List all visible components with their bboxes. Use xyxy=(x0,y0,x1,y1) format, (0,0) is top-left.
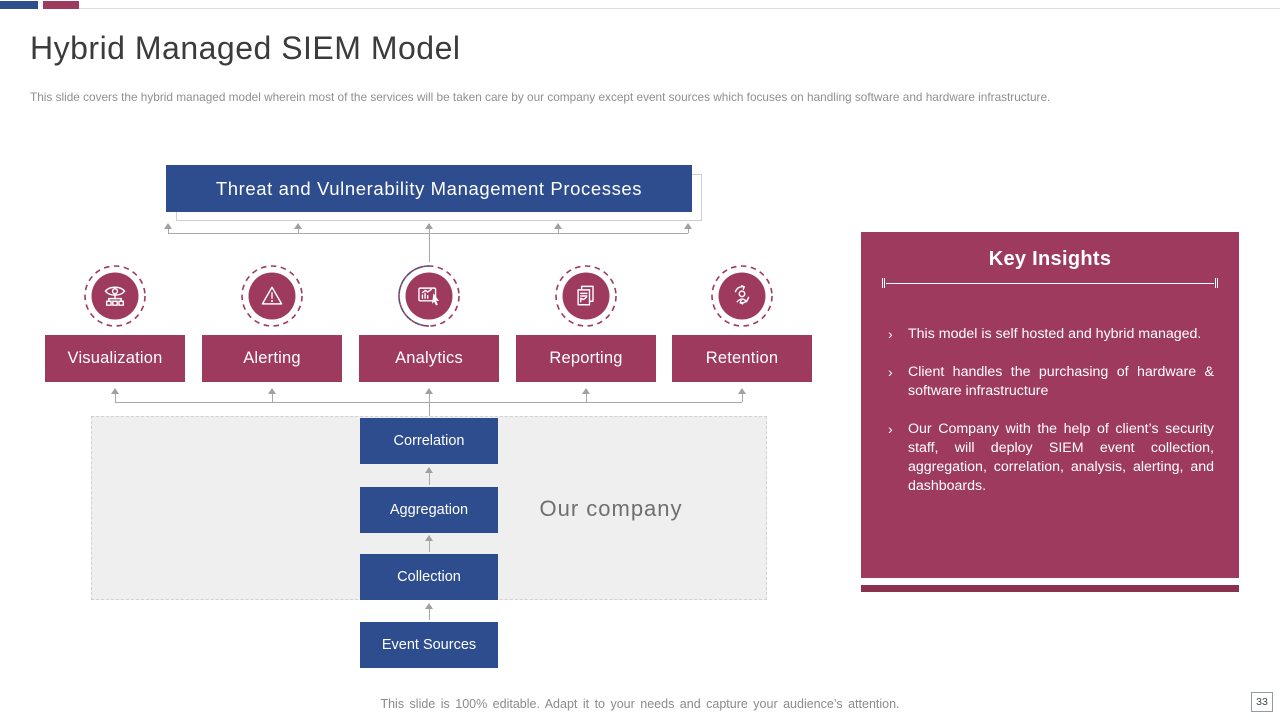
process-icon-ring xyxy=(553,263,619,329)
stage-arrow-up xyxy=(425,467,434,485)
label-text: Retention xyxy=(705,349,779,367)
process-icon-ring xyxy=(396,263,462,329)
bullet-text: Our Company with the help of client’s se… xyxy=(908,421,1214,494)
chevron-bullet-icon: › xyxy=(888,364,893,380)
list-item: › Our Company with the help of client’s … xyxy=(888,420,1214,496)
banner-connector-line xyxy=(168,233,688,234)
stage-text: Correlation xyxy=(393,433,465,449)
center-drop-line xyxy=(429,402,430,419)
connector-arrow-up xyxy=(294,223,303,233)
visualization-eye-icon xyxy=(104,286,126,306)
stage-arrow-up xyxy=(425,535,434,552)
connector-arrow-up xyxy=(554,223,563,233)
stage-event-sources: Event Sources xyxy=(360,622,498,668)
connector-arrow-up xyxy=(425,223,434,233)
process-icon-ring xyxy=(239,263,305,329)
stage-text: Event Sources xyxy=(381,637,477,653)
process-label-retention: Retention xyxy=(672,335,812,382)
connector-arrow-up xyxy=(684,223,693,233)
stage-text: Aggregation xyxy=(389,502,469,518)
process-label-reporting: Reporting xyxy=(516,335,656,382)
label-text: Reporting xyxy=(549,349,623,367)
rule-line xyxy=(886,282,1214,284)
list-item: › This model is self hosted and hybrid m… xyxy=(888,325,1214,344)
header-accent-maroon xyxy=(43,1,79,9)
slide-subtitle: This slide covers the hybrid managed mod… xyxy=(30,90,1051,104)
threat-management-banner: Threat and Vulnerability Management Proc… xyxy=(166,165,692,212)
labels-connector-line xyxy=(115,402,742,403)
connector-arrow-up xyxy=(268,388,277,402)
footer-note: This slide is 100% editable. Adapt it to… xyxy=(380,697,900,711)
bullet-text: This model is self hosted and hybrid man… xyxy=(908,326,1202,342)
retention-sync-person-icon xyxy=(734,285,750,305)
analytics-chart-icon xyxy=(418,287,440,306)
process-label-alerting: Alerting xyxy=(202,335,342,382)
connector-arrow-up xyxy=(425,388,434,402)
key-insights-list: › This model is self hosted and hybrid m… xyxy=(861,325,1239,496)
label-text: Visualization xyxy=(67,349,163,367)
key-insights-rule xyxy=(882,278,1218,288)
connector-arrow-up xyxy=(111,388,120,402)
connector-arrow-up xyxy=(582,388,591,402)
label-text: Alerting xyxy=(243,349,301,367)
stage-aggregation: Aggregation xyxy=(360,487,498,533)
process-icon-ring xyxy=(709,263,775,329)
chevron-bullet-icon: › xyxy=(888,326,893,342)
list-item: › Client handles the purchasing of hardw… xyxy=(888,363,1214,401)
header-accent-blue xyxy=(0,1,38,9)
header-rule xyxy=(79,8,1280,9)
center-drop-line xyxy=(429,233,430,262)
process-label-analytics: Analytics xyxy=(359,335,499,382)
alert-triangle-icon xyxy=(261,286,283,305)
stage-correlation: Correlation xyxy=(360,418,498,464)
process-icon-ring xyxy=(82,263,148,329)
process-label-visualization: Visualization xyxy=(45,335,185,382)
stage-collection: Collection xyxy=(360,554,498,600)
page-number-badge: 33 xyxy=(1251,692,1273,712)
rule-endcap xyxy=(1215,278,1218,288)
slide-title: Hybrid Managed SIEM Model xyxy=(30,30,461,66)
reporting-document-icon xyxy=(577,285,594,306)
chevron-bullet-icon: › xyxy=(888,421,893,437)
our-company-label: Our company xyxy=(539,496,683,521)
banner-label: Threat and Vulnerability Management Proc… xyxy=(215,177,643,199)
key-insights-title: Key Insights xyxy=(988,248,1112,270)
rule-endcap xyxy=(882,278,885,288)
dashed-ring xyxy=(398,265,460,327)
bullet-text: Client handles the purchasing of hardwar… xyxy=(908,364,1214,399)
key-insights-underbar xyxy=(861,585,1239,592)
stage-arrow-up xyxy=(425,603,434,620)
key-insights-panel: Key Insights › This model is self hosted… xyxy=(861,232,1239,578)
connector-arrow-up xyxy=(164,223,173,233)
connector-arrow-up xyxy=(738,388,747,402)
stage-text: Collection xyxy=(397,569,461,585)
label-text: Analytics xyxy=(395,349,463,367)
